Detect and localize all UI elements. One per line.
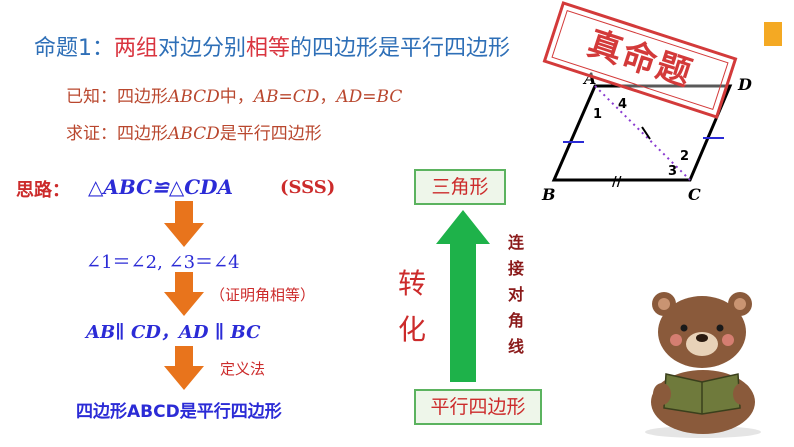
bear-ear-left-inner	[658, 298, 670, 310]
down-arrow-2	[164, 272, 204, 316]
congruence-statement: △ABC≌△CDA	[88, 175, 234, 199]
parallelogram-shape	[551, 84, 733, 182]
given-mid: 中，	[219, 87, 254, 107]
bear-nose	[696, 334, 708, 342]
angle-2: 2	[680, 149, 689, 164]
bear-eye-left	[680, 324, 688, 332]
bear-reading-illustration	[645, 292, 761, 438]
angle-equality-step: ∠1＝∠2, ∠3＝∠4	[86, 252, 240, 273]
parallel-sides-step: AB∥ CD，AD ∥ BC	[86, 322, 261, 343]
tick-diagonal	[641, 126, 651, 140]
angle-3: 3	[668, 164, 677, 179]
vertex-c: C	[688, 185, 701, 204]
down-arrow-3-shape	[164, 346, 204, 390]
bear-cheek-right	[722, 334, 734, 346]
sss-method: (SSS)	[280, 177, 336, 198]
title-prefix: 命题1：	[34, 36, 114, 61]
bear-ear-right-inner	[734, 298, 746, 310]
down-arrow-1	[164, 201, 204, 247]
prove-prefix: 求证：四边形	[66, 124, 168, 144]
vchar-5: 线	[508, 337, 525, 356]
connect-diagonal-text: 连 接 对 角 线	[508, 230, 528, 360]
prove-statement: 求证：四边形ABCD是平行四边形	[66, 119, 322, 144]
angle-1: 1	[593, 107, 602, 122]
down-arrow-2-shape	[164, 272, 204, 316]
given-eq2: AD=BC	[336, 87, 403, 107]
conclusion-statement: 四边形ABCD是平行四边形	[76, 402, 282, 422]
vertex-b: B	[541, 185, 556, 204]
title-part-2: 对边分别	[158, 36, 247, 61]
up-arrow-green-shape	[436, 210, 490, 382]
given-prefix: 已知：四边形	[66, 87, 168, 107]
definition-method-note: 定义法	[220, 360, 266, 378]
title-emph-2: 相等	[246, 36, 291, 61]
vchar-1: 连	[508, 233, 525, 252]
up-arrow-green	[436, 210, 490, 382]
vchar-2: 接	[508, 259, 525, 278]
down-arrow-1-shape	[164, 201, 204, 247]
given-eq1: AB=CD	[253, 87, 320, 107]
parallelogram-figure: // A B C D 1 2 3 4	[541, 70, 752, 204]
down-arrow-3	[164, 346, 204, 390]
bear-paw-right	[733, 383, 751, 405]
title-emph-1: 两组	[114, 36, 159, 61]
angle-4: 4	[618, 97, 627, 112]
tick-bc: //	[612, 175, 622, 190]
given-quad: ABCD	[168, 87, 220, 107]
given-sep: ，	[319, 87, 337, 107]
bear-eye-right	[716, 324, 724, 332]
bear-cheek-left	[670, 334, 682, 346]
triangle-box: 三角形	[414, 169, 506, 205]
diagonal-ac	[594, 85, 691, 181]
accent-square	[764, 22, 782, 46]
prove-angles-note: （证明角相等）	[210, 286, 316, 304]
proposition-title: 命题1：两组对边分别相等的四边形是平行四边形	[34, 30, 510, 62]
vchar-4: 角	[508, 311, 525, 330]
vertex-d: D	[737, 75, 752, 94]
parallelogram-box: 平行四边形	[414, 389, 542, 425]
transform-char-2: 化	[398, 313, 427, 346]
transform-char-1: 转	[398, 267, 427, 300]
thinking-label: 思路：	[16, 180, 70, 201]
bear-muzzle	[686, 332, 718, 356]
vertex-a: A	[582, 70, 596, 88]
vchar-3: 对	[508, 285, 525, 304]
given-statement: 已知：四边形ABCD中，AB=CD，AD=BC	[66, 82, 402, 107]
title-part-4: 的四边形是平行四边形	[290, 36, 511, 61]
prove-quad: ABCD	[168, 124, 220, 144]
bear-paw-left	[653, 383, 671, 405]
prove-suffix: 是平行四边形	[219, 124, 322, 144]
